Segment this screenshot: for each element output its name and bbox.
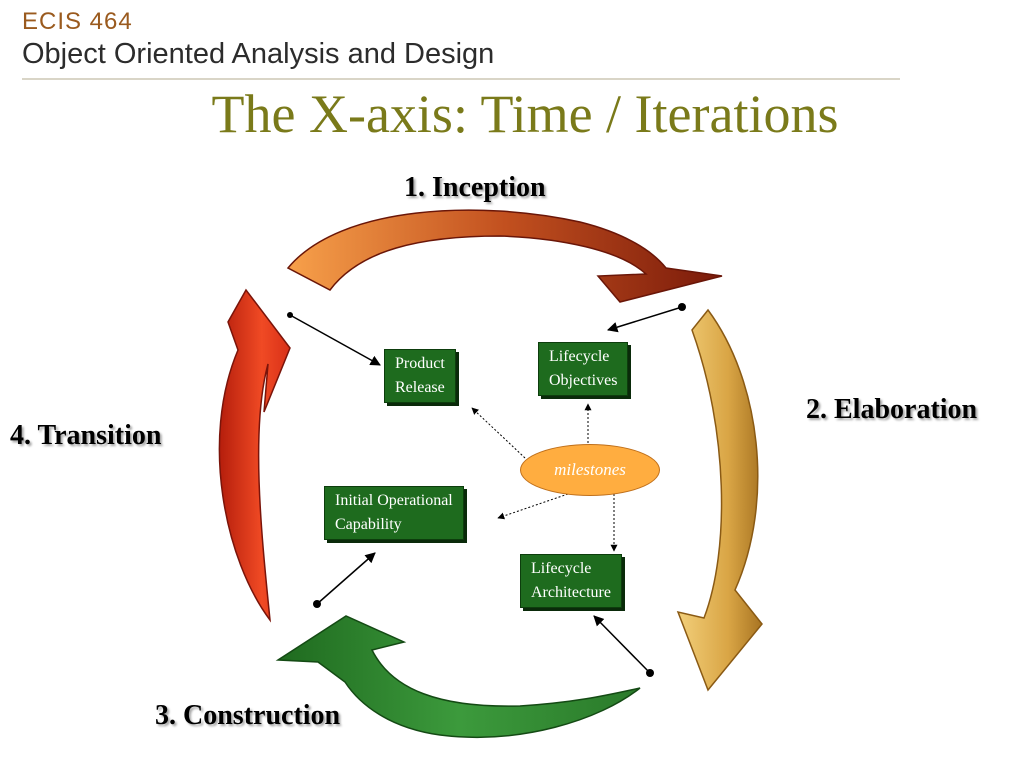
phase-label-elaboration: 2. Elaboration xyxy=(806,394,978,425)
transition-arrow xyxy=(218,288,291,623)
phase-label-construction: 3. Construction xyxy=(155,700,341,731)
phase-label-transition: 4. Transition xyxy=(10,420,162,451)
milestone-lifecycle-objectives: Lifecycle Objectives xyxy=(538,342,629,396)
header-divider xyxy=(22,78,900,80)
milestone-lifecycle-architecture: Lifecycle Architecture xyxy=(520,554,622,608)
course-name: Object Oriented Analysis and Design xyxy=(22,38,495,70)
boundary-connectors xyxy=(289,306,683,674)
milestone-connectors xyxy=(471,403,618,552)
milestone-initial-operational-capability: Initial Operational Capability xyxy=(324,486,464,540)
construction-arrow xyxy=(275,615,641,738)
phase-label-inception: 1. Inception xyxy=(404,172,546,203)
inception-arrow xyxy=(286,209,723,303)
milestones-oval: milestones xyxy=(520,444,660,496)
milestone-product-release: Product Release xyxy=(384,349,456,403)
milestones-label: milestones xyxy=(554,460,626,479)
boundary-points xyxy=(287,303,686,677)
slide-title: The X-axis: Time / Iterations xyxy=(211,84,839,144)
course-code: ECIS 464 xyxy=(22,8,133,35)
elaboration-arrow xyxy=(676,308,763,692)
